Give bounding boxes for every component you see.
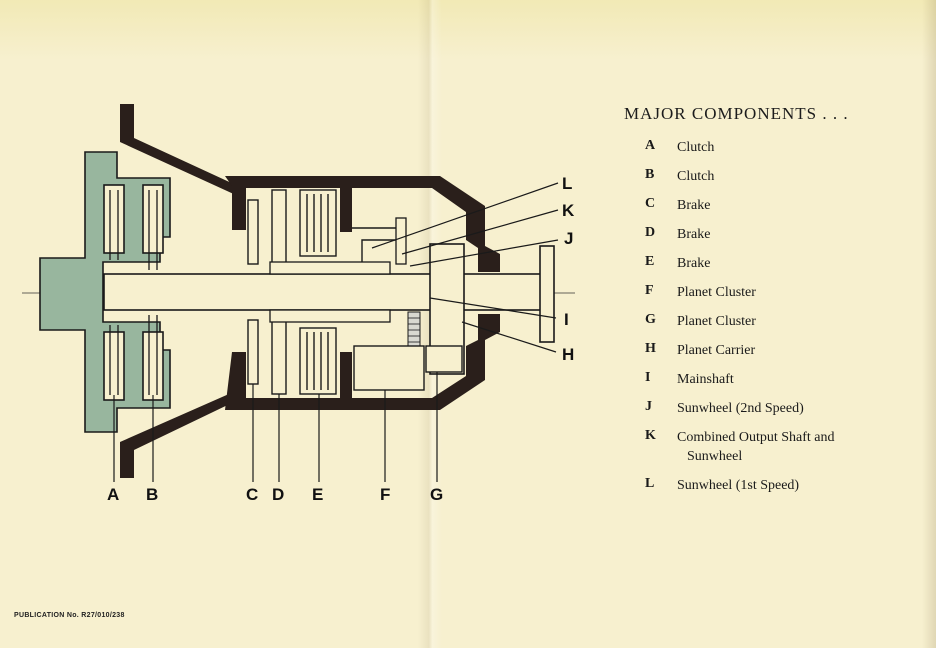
diagram-label-a: A	[107, 485, 119, 504]
diagram-label-c: C	[246, 485, 258, 504]
publication-number: PUBLICATION No. R27/010/238	[14, 612, 125, 619]
legend-item: E Brake	[645, 254, 925, 283]
legend-key: C	[645, 196, 656, 211]
diagram-label-d: D	[272, 485, 284, 504]
housing-upper	[120, 104, 238, 196]
legend-item: K Combined Output Shaft and Sunwheel	[645, 428, 925, 476]
legend-key: G	[645, 312, 656, 327]
legend-item: B Clutch	[645, 167, 925, 196]
diagram-label-k: K	[562, 201, 575, 220]
legend-desc: Sunwheel (1st Speed)	[677, 478, 800, 493]
legend-desc: Planet Cluster	[677, 285, 756, 300]
clutch-a-upper	[103, 184, 125, 254]
components-legend: A Clutch B Clutch C Brake D Brake E Brak…	[645, 138, 925, 505]
legend-key: H	[645, 341, 656, 356]
legend-desc-line1: Combined Output Shaft and	[677, 430, 835, 445]
diagram-label-b: B	[146, 485, 158, 504]
mainshaft	[103, 273, 545, 311]
diagram-label-j: J	[564, 229, 573, 248]
inner-sleeve-lower	[269, 309, 391, 323]
leader-lines-right	[371, 182, 559, 353]
diagram-label-f: F	[380, 485, 390, 504]
housing-lower	[120, 390, 238, 478]
legend-key: L	[645, 476, 655, 491]
brake-packs	[247, 189, 337, 395]
paper-stain	[0, 0, 936, 60]
diagram-label-l: L	[562, 174, 572, 193]
legend-item: G Planet Cluster	[645, 312, 925, 341]
legend-desc-line2: Sunwheel	[687, 449, 743, 464]
legend-item: F Planet Cluster	[645, 283, 925, 312]
legend-desc: Planet Cluster	[677, 314, 756, 329]
leader-lines-bottom	[113, 372, 438, 482]
output-flange	[539, 245, 555, 343]
components-heading: MAJOR COMPONENTS . . .	[624, 104, 849, 123]
legend-key: E	[645, 254, 655, 269]
legend-desc: Brake	[677, 198, 711, 213]
legend-desc-multiline: Combined Output Shaft and Sunwheel	[677, 428, 835, 466]
legend-item: J Sunwheel (2nd Speed)	[645, 399, 925, 428]
legend-item: C Brake	[645, 196, 925, 225]
legend-key: I	[645, 370, 651, 385]
inner-sleeve	[269, 261, 391, 275]
legend-key: K	[645, 428, 656, 443]
legend-item: I Mainshaft	[645, 370, 925, 399]
legend-desc: Clutch	[677, 140, 715, 155]
diagram-label-g: G	[430, 485, 443, 504]
legend-desc: Planet Carrier	[677, 343, 756, 358]
planet-cluster-f	[353, 345, 425, 391]
page-edge-shadow	[922, 0, 936, 648]
legend-item: D Brake	[645, 225, 925, 254]
sunwheel-2nd	[395, 217, 407, 265]
diagram-label-h: H	[562, 345, 574, 364]
legend-key: J	[645, 399, 652, 414]
legend-item: H Planet Carrier	[645, 341, 925, 370]
legend-desc: Sunwheel (2nd Speed)	[677, 401, 804, 416]
legend-desc: Brake	[677, 227, 711, 242]
legend-key: A	[645, 138, 656, 153]
legend-item: L Sunwheel (1st Speed)	[645, 476, 925, 505]
clutch-plates	[109, 190, 158, 395]
legend-key: D	[645, 225, 656, 240]
housing-upper-body	[225, 176, 500, 272]
diagram-label-i: I	[564, 310, 569, 329]
diagram-label-e: E	[312, 485, 323, 504]
clutch-a-lower	[103, 331, 125, 401]
legend-item: A Clutch	[645, 138, 925, 167]
legend-desc: Brake	[677, 256, 711, 271]
sunwheel-1st	[352, 227, 399, 262]
clutch-b-upper	[142, 184, 164, 254]
legend-key: F	[645, 283, 654, 298]
legend-desc: Clutch	[677, 169, 715, 184]
legend-key: B	[645, 167, 655, 182]
clutch-b-lower	[142, 331, 164, 401]
legend-desc: Mainshaft	[677, 372, 734, 387]
planet-cluster-g	[425, 345, 463, 373]
